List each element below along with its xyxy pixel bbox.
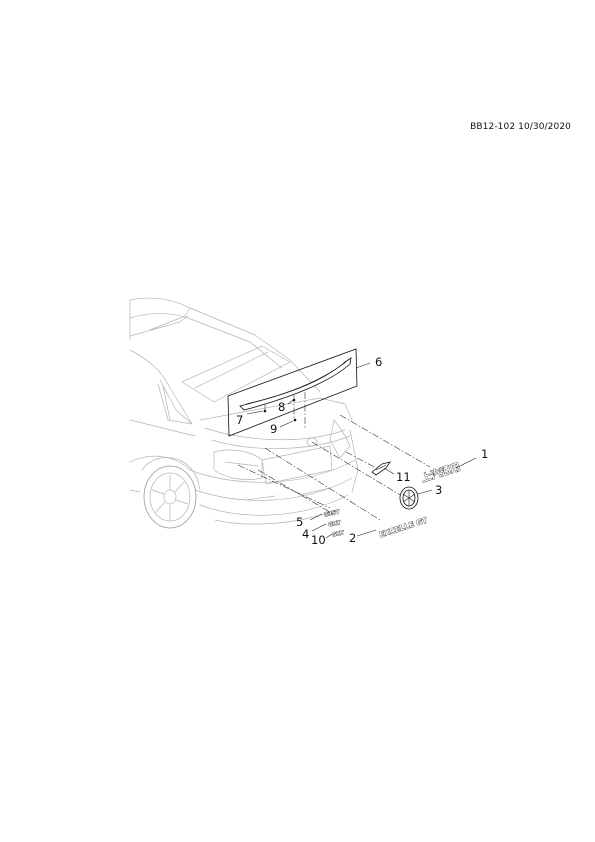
drawing-reference: BB12-102 10/30/2020 — [470, 122, 571, 132]
svg-text:EXCELLE GT: EXCELLE GT — [378, 515, 429, 539]
brand-script-badge: 上汽通用 — [419, 460, 462, 485]
callout-5: 5 — [296, 515, 303, 529]
spoiler-detail-box — [227, 348, 371, 437]
callout-11: 11 — [396, 470, 411, 484]
svg-text:SRT: SRT — [332, 530, 345, 538]
callout-1: 1 — [481, 447, 488, 461]
callout-8: 8 — [278, 400, 285, 414]
small-chevron-emblem — [371, 461, 391, 476]
model-name-badge: EXCELLE GT — [378, 515, 430, 540]
callout-leaders — [309, 457, 477, 539]
svg-text:GRT: GRT — [328, 520, 341, 528]
callout-numbers: 1 2 3 4 5 6 7 8 9 10 11 — [236, 355, 488, 547]
round-emblem — [399, 486, 419, 510]
callout-9: 9 — [270, 422, 277, 436]
installation-lines — [237, 414, 431, 521]
callout-3: 3 — [435, 483, 442, 497]
small-badges: 535T GRT SRT — [324, 509, 346, 539]
svg-text:上汽通用: 上汽通用 — [420, 460, 462, 485]
callout-7: 7 — [236, 413, 243, 427]
callout-4: 4 — [302, 527, 309, 541]
svg-text:535T: 535T — [324, 509, 340, 518]
callout-10: 10 — [311, 533, 326, 547]
callout-6: 6 — [375, 355, 382, 369]
callout-2: 2 — [349, 531, 356, 545]
car-outline — [129, 297, 359, 529]
